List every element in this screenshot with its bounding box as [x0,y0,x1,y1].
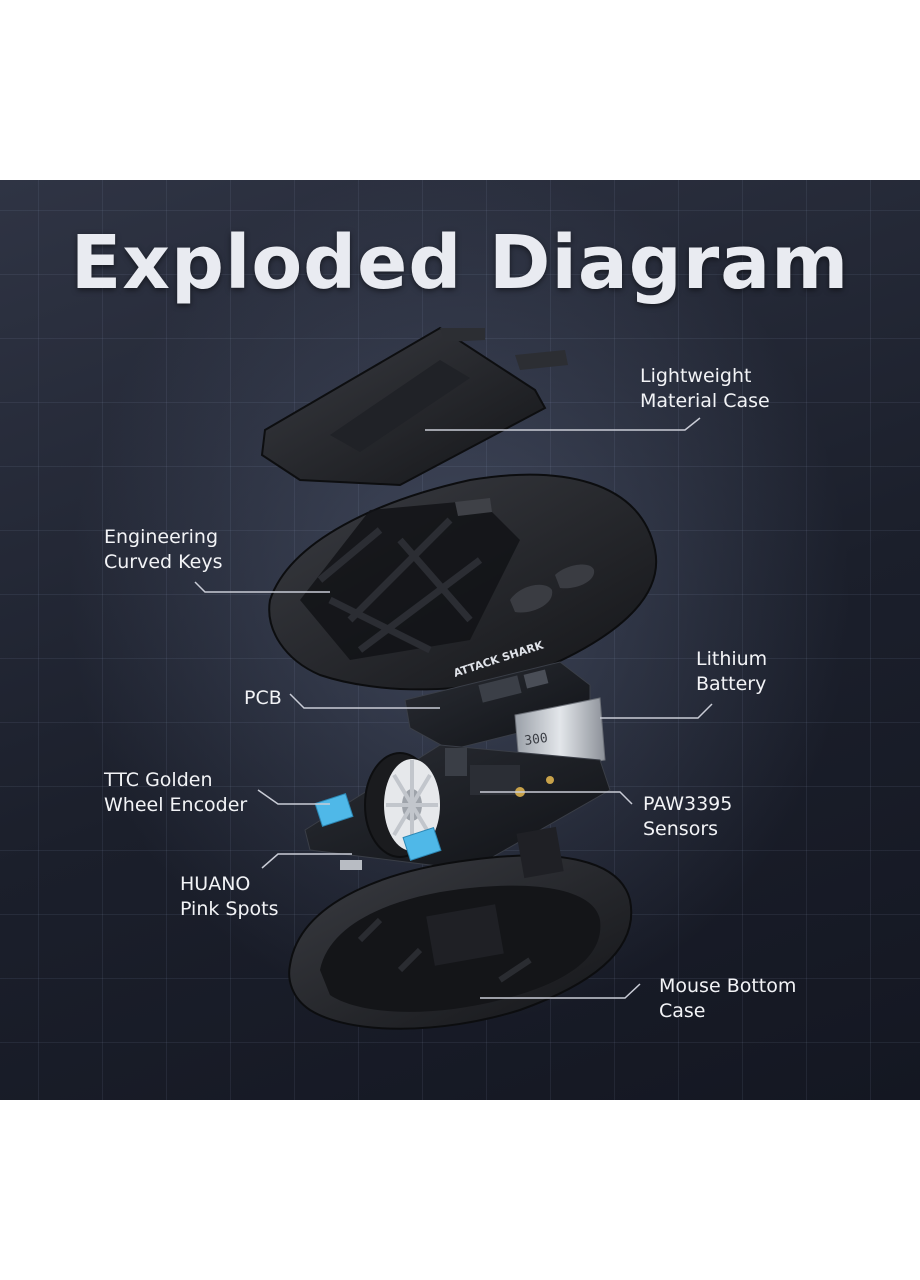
leader-wheel-encoder [257,789,330,805]
leader-curved-keys [194,581,330,593]
label-bottom-case: Mouse Bottom Case [659,975,797,1022]
top-cover-part [260,326,568,487]
top-margin [0,0,920,180]
label-pink-spots: HUANO Pink Spots [180,873,279,920]
label-lightweight-case: Lightweight Material Case [640,365,770,412]
main-pcb-part [304,744,611,871]
diagram-title: Exploded Diagram [70,220,850,306]
label-sensors: PAW3395 Sensors [643,793,733,840]
leader-lines [194,417,713,999]
switch-left [314,793,354,827]
label-pcb: PCB [244,687,282,709]
leader-pink-spots [261,853,352,869]
battery-marking: 300 [523,731,548,749]
scroll-wheel [364,752,440,858]
bottom-case-part [288,826,633,1030]
leader-pcb [289,693,440,709]
switch-right [402,827,442,861]
label-wheel-encoder: TTC Golden Wheel Encoder [104,769,248,816]
label-curved-keys: Engineering Curved Keys [104,526,223,573]
mouse-exploded-illustration: ATTACK SHARK 300 [194,326,713,1030]
diagram-panel: Exploded Diagram [0,180,920,1100]
bottom-margin [0,1100,920,1280]
leader-bottom-case [480,983,641,999]
leader-sensors [480,791,633,805]
main-shell-part: ATTACK SHARK [268,473,658,691]
label-lithium-battery: Lithium Battery [696,648,768,695]
leader-lightweight-case [425,417,701,431]
leader-battery [600,703,713,719]
